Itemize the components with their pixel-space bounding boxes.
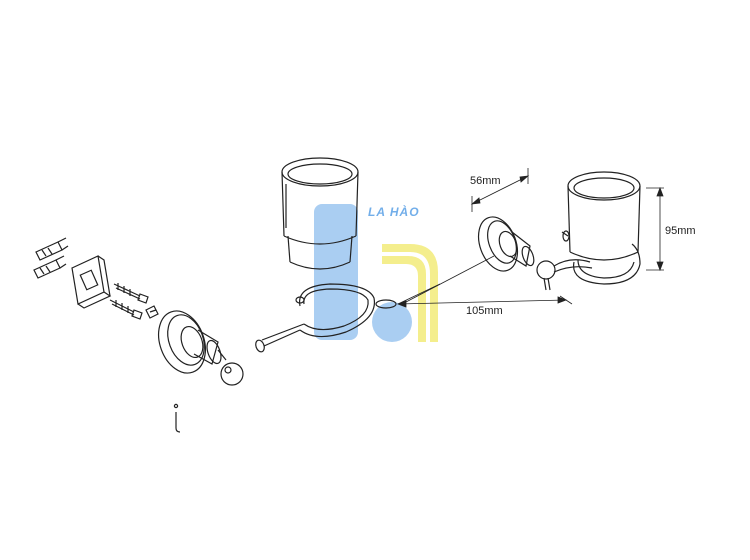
wall-flange-left: [158, 310, 244, 386]
screw-top: [113, 283, 149, 304]
dimension-label-depth: 56mm: [470, 175, 501, 187]
wall-plug-top: [35, 237, 69, 261]
logo-yellow-arc-2: [382, 256, 426, 342]
logo-brand-text: LA HÀO: [368, 204, 420, 219]
screw-bottom: [109, 299, 143, 320]
line-art: [33, 157, 641, 433]
logo-blue-circle: [372, 302, 412, 342]
dimension-lines: [396, 168, 664, 308]
wall-plug-bottom: [33, 255, 67, 279]
flange-knob: [220, 362, 244, 386]
assembled-knob: [536, 260, 556, 280]
dimension-label-width: 105mm: [466, 305, 503, 317]
watermark-logo: LA HÀO: [314, 204, 438, 342]
dimension-label-height: 95mm: [665, 225, 696, 237]
set-screw: [145, 305, 159, 319]
hex-key: [173, 403, 181, 433]
logo-blue-bar: [314, 204, 358, 340]
cup-ring-holder: [255, 283, 397, 353]
mounting-plate: [71, 255, 112, 309]
logo-yellow-arc: [382, 244, 438, 342]
assembled-holder: [477, 171, 641, 291]
tumbler-cup-exploded: [281, 157, 359, 270]
